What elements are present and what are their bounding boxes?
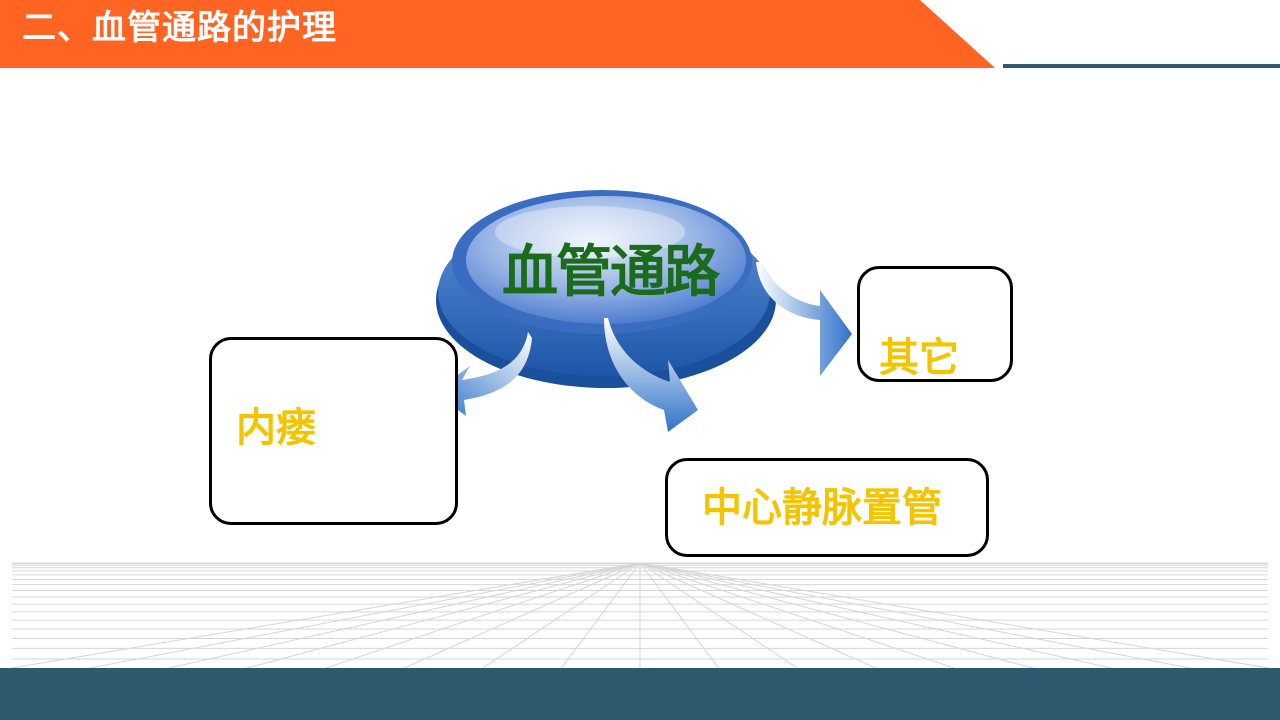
header-orange-band: [0, 0, 995, 68]
arrow-to-other: [756, 262, 852, 376]
hub-label: 血管通路: [502, 239, 720, 305]
arrow-to-neilou: [434, 332, 532, 416]
branch-box-other: 其它: [857, 266, 1013, 382]
branch-box-central-venous: 中心静脉置管: [665, 458, 989, 557]
branch-box-neilou: 内瘘: [209, 337, 458, 525]
branch-label-central-venous: 中心静脉置管: [702, 484, 942, 531]
footer-bar: [0, 668, 1280, 720]
arrow-to-central-venous: [604, 318, 698, 432]
header-bar: [0, 0, 1280, 68]
branch-label-neilou: 内瘘: [236, 404, 316, 451]
header-accent-line: [1003, 64, 1280, 68]
branch-label-other: 其它: [879, 334, 959, 381]
hub-disc: [436, 190, 776, 388]
slide-title: 二、血管通路的护理: [22, 8, 337, 48]
